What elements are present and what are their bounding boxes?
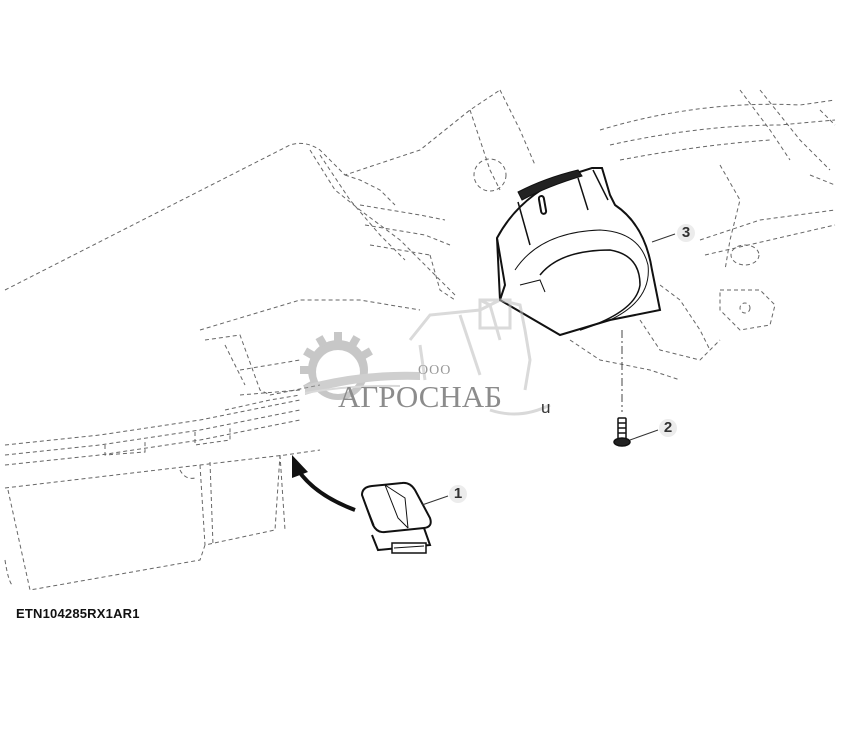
watermark-suffix: u [541,398,551,417]
watermark-company-name: АГРОСНАБ [338,379,502,414]
leader-line-1 [421,495,449,506]
part-2-screw [613,417,631,447]
callout-3: 3 [677,224,695,242]
callout-2: 2 [659,419,677,437]
install-arrow [292,455,356,512]
callout-1: 1 [449,485,467,503]
watermark-logo [300,298,551,416]
watermark-prefix: ООО [418,363,452,378]
leader-line-3 [651,233,676,243]
leader-line-2 [629,429,659,441]
part-3-switch-housing [495,167,662,337]
context-geometry [4,89,836,591]
part-1-cover-plug [360,481,432,554]
figure-reference-code: ETN104285RX1AR1 [16,606,140,621]
